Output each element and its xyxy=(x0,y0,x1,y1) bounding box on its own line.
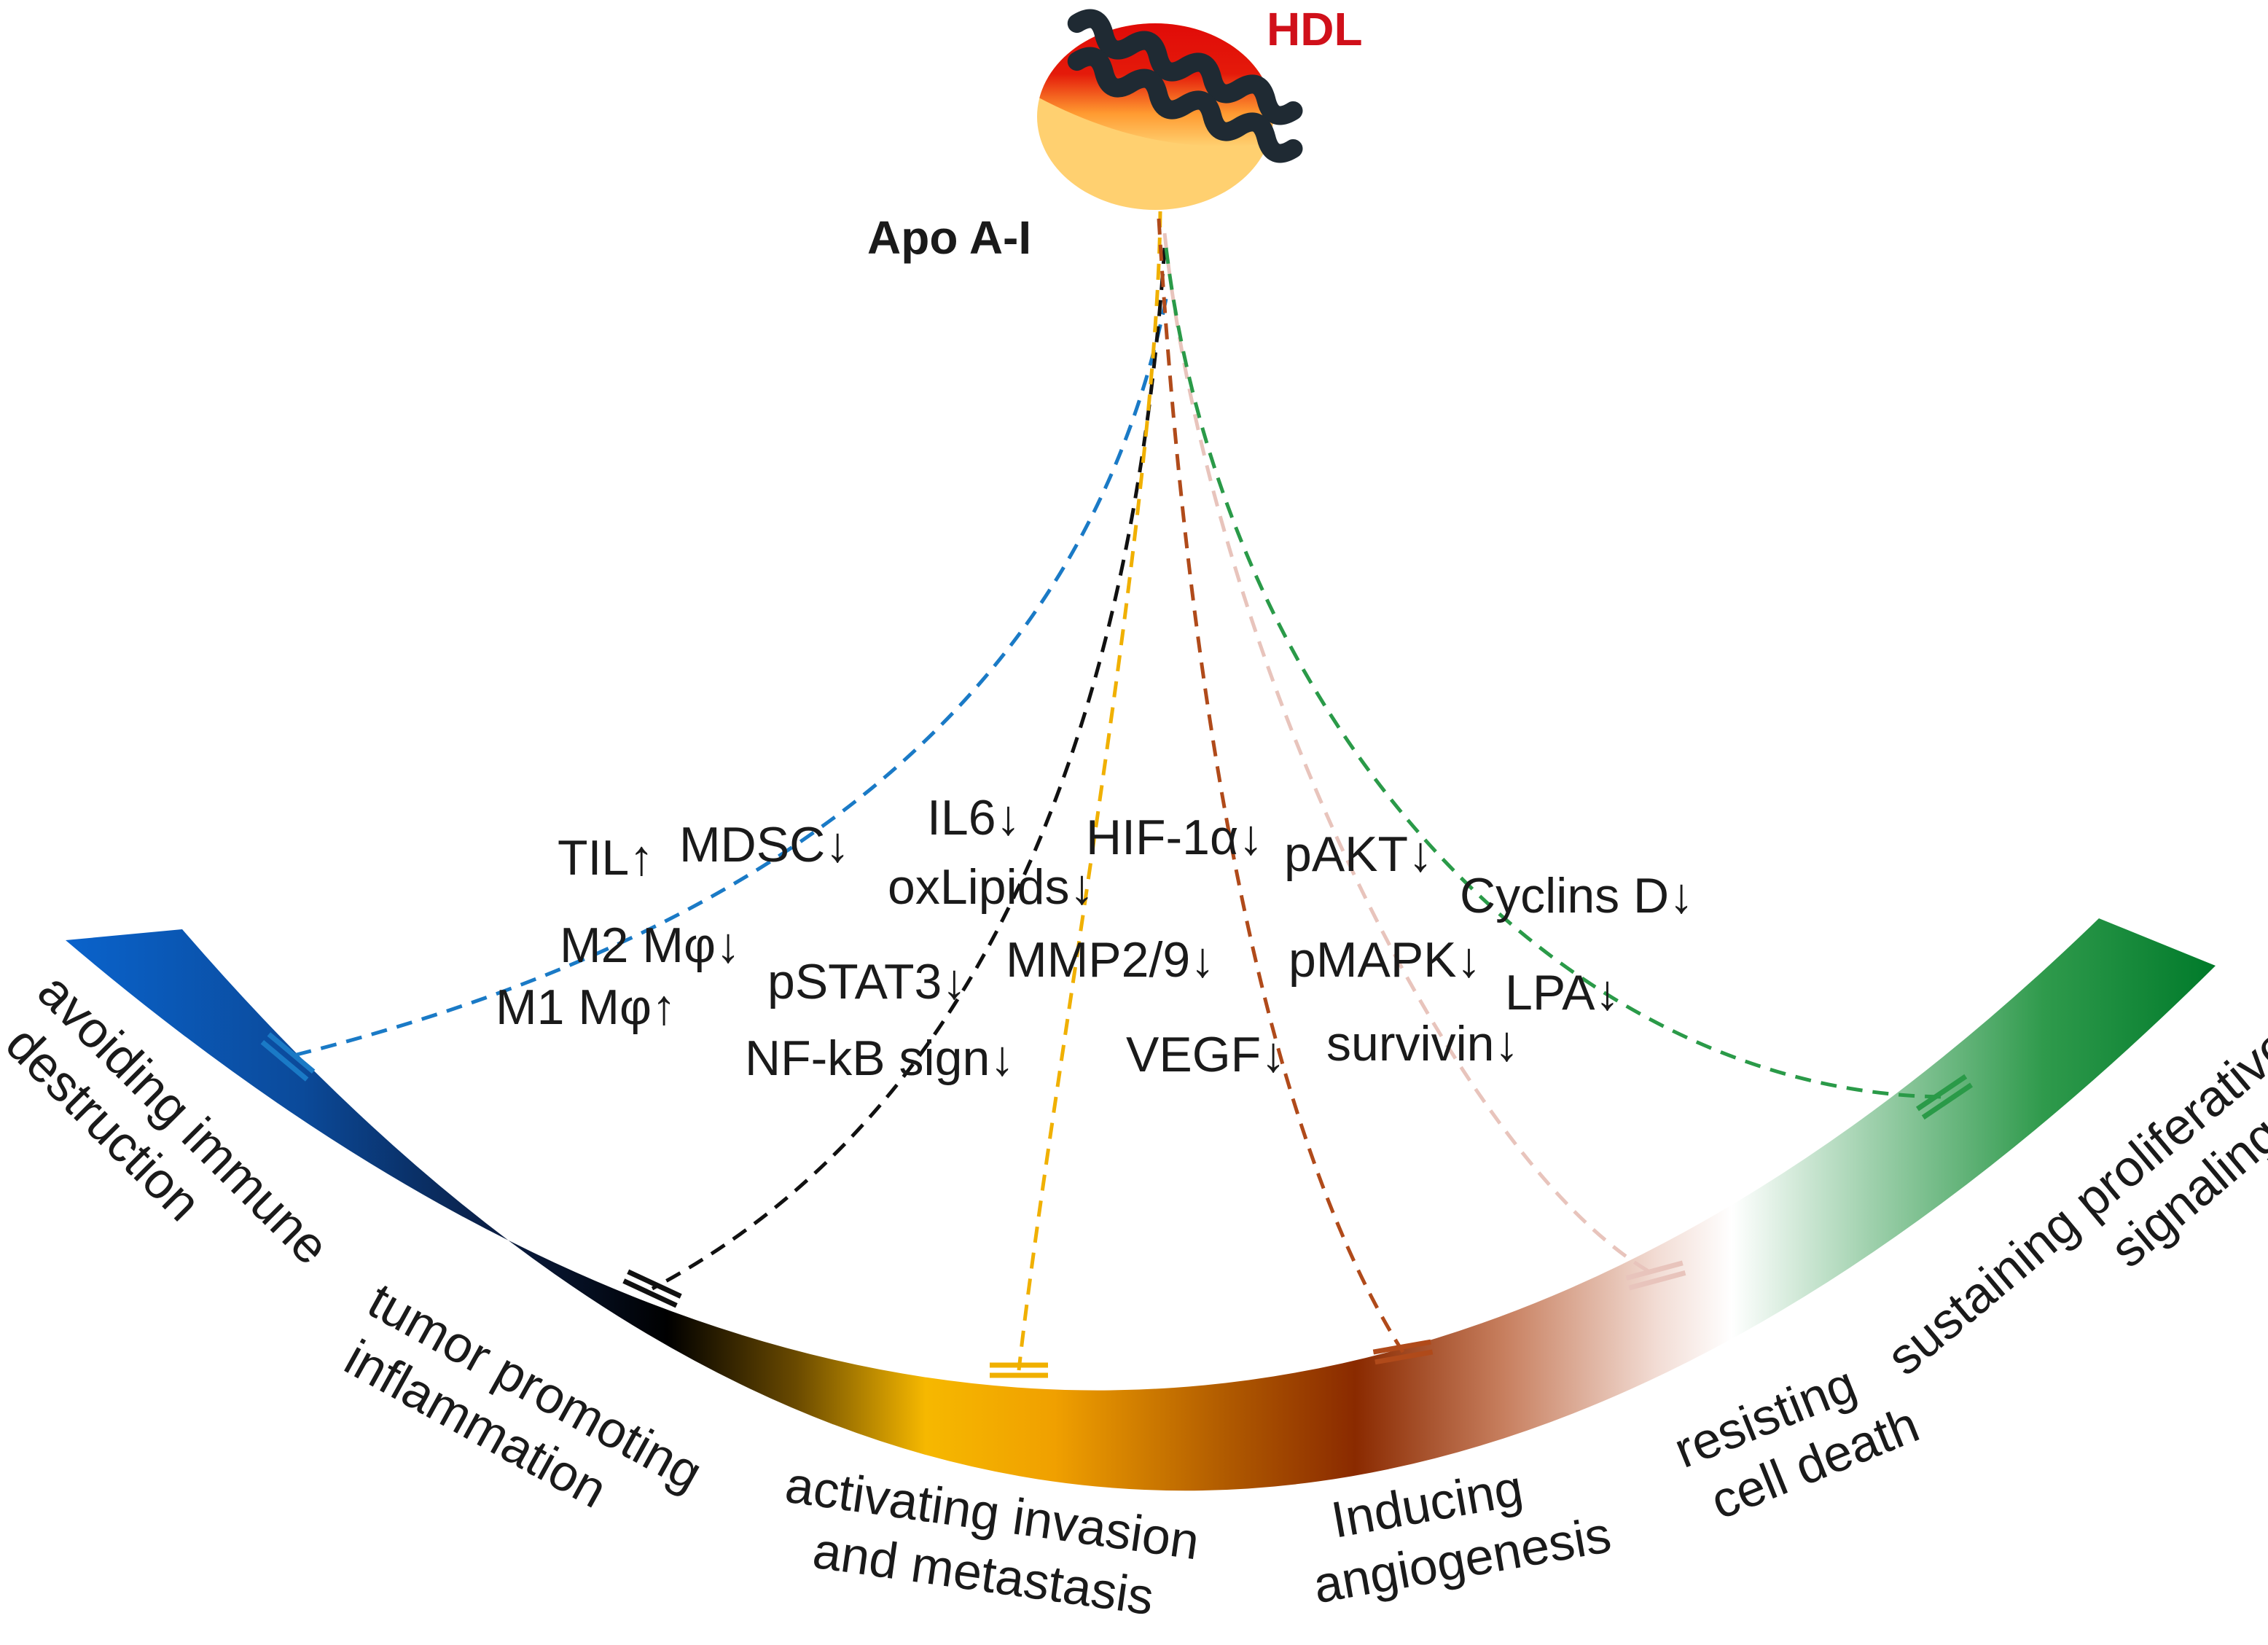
inhibition-path-inflammation xyxy=(651,247,1167,1291)
marker-cyclins-d: Cyclins D↓ xyxy=(1460,868,1694,923)
marker-til: TIL↑ xyxy=(558,830,654,886)
marker-m1-macrophage: M1 Mφ↑ xyxy=(496,980,676,1035)
inhibition-paths xyxy=(260,211,1974,1378)
inhibition-path-invasion xyxy=(1017,211,1162,1371)
marker-oxlipids: oxLipids↓ xyxy=(888,859,1095,915)
marker-lpa: LPA↓ xyxy=(1505,965,1619,1020)
inhibition-path-immune xyxy=(287,298,1168,1059)
marker-labels: TIL↑ MDSC↓ M2 Mφ↓ M1 Mφ↑ IL6↓ oxLipids↓ … xyxy=(496,790,1694,1086)
hdl-particle-icon xyxy=(1037,9,1303,210)
marker-pstat3: pSTAT3↓ xyxy=(767,954,966,1009)
marker-hif1a: HIF-1α↓ xyxy=(1086,810,1263,865)
marker-mdsc: MDSC↓ xyxy=(679,817,850,872)
marker-nfkb: NF-kB sign↓ xyxy=(745,1031,1014,1086)
inhibition-path-cell-death xyxy=(1162,233,1657,1278)
apo-label: Apo A-I xyxy=(867,211,1031,264)
inhibition-path-angiogenesis xyxy=(1157,218,1405,1353)
marker-survivin: survivin↓ xyxy=(1326,1016,1520,1071)
hallmark-arc-band xyxy=(66,918,2216,1491)
marker-vegf: VEGF↓ xyxy=(1126,1027,1286,1082)
marker-pakt: pAKT↓ xyxy=(1284,827,1433,882)
hdl-label: HDL xyxy=(1267,3,1363,55)
marker-m2-macrophage: M2 Mφ↓ xyxy=(560,918,740,973)
inhibition-bar-angiogenesis xyxy=(1372,1339,1434,1365)
inhibition-bar-immune xyxy=(260,1032,316,1082)
inhibition-bar-proliferative xyxy=(1915,1074,1974,1120)
inhibition-path-proliferative xyxy=(1164,247,1945,1099)
inhibition-bar-invasion xyxy=(990,1362,1048,1378)
inhibition-bar-cell-death xyxy=(1625,1260,1686,1291)
apolipoprotein-chain-icon xyxy=(1067,9,1303,125)
marker-mmp29: MMP2/9↓ xyxy=(1006,932,1215,988)
inhibition-bar-inflammation xyxy=(622,1269,682,1308)
marker-pmapk: pMAPK↓ xyxy=(1289,932,1482,988)
marker-il6: IL6↓ xyxy=(927,790,1021,845)
